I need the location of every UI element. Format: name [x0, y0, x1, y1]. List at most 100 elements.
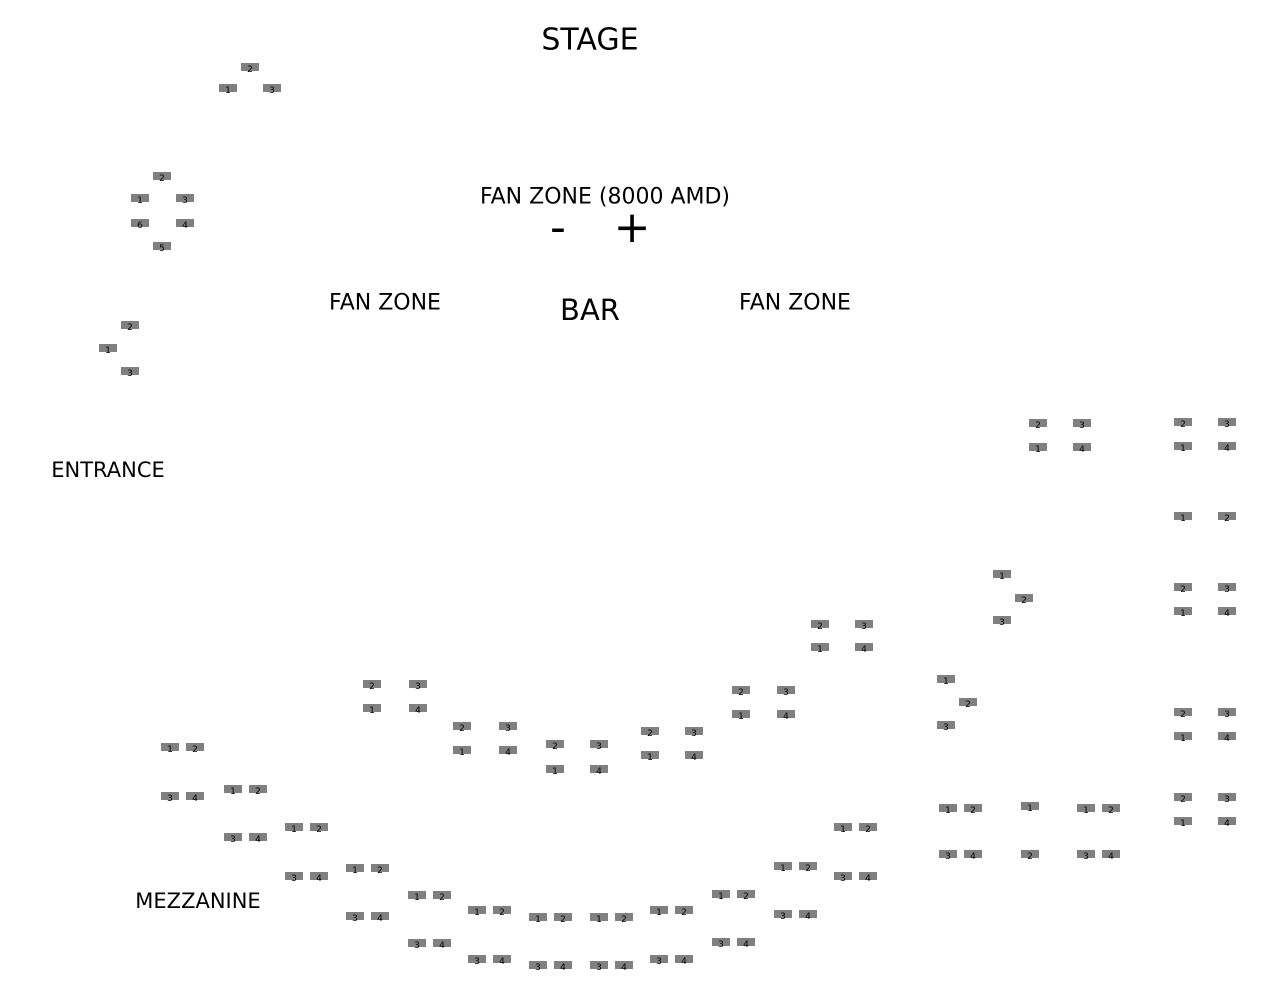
seat[interactable]: 3 — [590, 961, 608, 975]
seat[interactable]: 2 — [1029, 419, 1047, 433]
seat[interactable]: 3 — [939, 850, 957, 864]
seat[interactable]: 4 — [737, 938, 755, 952]
seat[interactable]: 4 — [499, 746, 517, 760]
seat[interactable]: 1 — [408, 891, 426, 905]
seat[interactable]: 2 — [554, 913, 572, 927]
seat[interactable]: 1 — [993, 570, 1011, 584]
seat[interactable]: 2 — [493, 906, 511, 920]
seat[interactable]: 2 — [1174, 418, 1192, 432]
seat[interactable]: 2 — [1174, 708, 1192, 722]
seat[interactable]: 4 — [409, 704, 427, 718]
seat[interactable]: 4 — [1218, 817, 1236, 831]
seat[interactable]: 4 — [310, 872, 328, 886]
seat[interactable]: 3 — [346, 912, 364, 926]
seat[interactable]: 1 — [939, 804, 957, 818]
seat[interactable]: 1 — [732, 710, 750, 724]
seat[interactable]: 2 — [363, 680, 381, 694]
seat[interactable]: 3 — [121, 367, 139, 381]
seat[interactable]: 1 — [219, 84, 237, 98]
seat[interactable]: 1 — [1174, 732, 1192, 746]
seat[interactable]: 3 — [409, 680, 427, 694]
seat[interactable]: 2 — [310, 823, 328, 837]
seat[interactable]: 4 — [777, 710, 795, 724]
seat[interactable]: 1 — [131, 194, 149, 208]
seat[interactable]: 2 — [641, 727, 659, 741]
seat[interactable]: 4 — [1218, 442, 1236, 456]
seat[interactable]: 3 — [774, 910, 792, 924]
seat[interactable]: 4 — [855, 643, 873, 657]
seat[interactable]: 3 — [1218, 418, 1236, 432]
seat[interactable]: 4 — [675, 955, 693, 969]
zoom-out-button[interactable]: - — [550, 202, 566, 253]
seat[interactable]: 3 — [855, 620, 873, 634]
seat[interactable]: 3 — [1218, 708, 1236, 722]
seat[interactable]: 4 — [1073, 443, 1091, 457]
seat[interactable]: 4 — [176, 219, 194, 233]
seat[interactable]: 4 — [186, 792, 204, 806]
seat[interactable]: 1 — [346, 864, 364, 878]
seat[interactable]: 1 — [546, 765, 564, 779]
seat[interactable]: 4 — [1102, 850, 1120, 864]
seat[interactable]: 2 — [675, 906, 693, 920]
seat[interactable]: 4 — [1218, 732, 1236, 746]
seat[interactable]: 3 — [685, 727, 703, 741]
seat[interactable]: 1 — [590, 913, 608, 927]
seat[interactable]: 2 — [453, 722, 471, 736]
seat[interactable]: 3 — [650, 955, 668, 969]
seat[interactable]: 3 — [1073, 419, 1091, 433]
seat[interactable]: 3 — [937, 721, 955, 735]
seat[interactable]: 4 — [371, 912, 389, 926]
seat[interactable]: 1 — [641, 751, 659, 765]
seat[interactable]: 1 — [712, 890, 730, 904]
seat[interactable]: 1 — [224, 785, 242, 799]
seat[interactable]: 3 — [1218, 583, 1236, 597]
seat[interactable]: 1 — [285, 823, 303, 837]
seat[interactable]: 1 — [99, 344, 117, 358]
seat[interactable]: 3 — [224, 833, 242, 847]
seat[interactable]: 3 — [777, 686, 795, 700]
seat[interactable]: 2 — [249, 785, 267, 799]
seat[interactable]: 4 — [493, 955, 511, 969]
seat[interactable]: 4 — [249, 833, 267, 847]
seat[interactable]: 4 — [1218, 607, 1236, 621]
seat[interactable]: 1 — [774, 862, 792, 876]
seat[interactable]: 1 — [1077, 804, 1095, 818]
seat[interactable]: 1 — [834, 823, 852, 837]
seat[interactable]: 3 — [590, 740, 608, 754]
seat[interactable]: 1 — [1174, 442, 1192, 456]
seat[interactable]: 2 — [241, 63, 259, 77]
seat[interactable]: 1 — [1174, 817, 1192, 831]
seat[interactable]: 1 — [453, 746, 471, 760]
seat[interactable]: 3 — [285, 872, 303, 886]
seat[interactable]: 2 — [371, 864, 389, 878]
seat[interactable]: 2 — [799, 862, 817, 876]
seat[interactable]: 1 — [468, 906, 486, 920]
seat[interactable]: 4 — [590, 765, 608, 779]
seat[interactable]: 2 — [1174, 583, 1192, 597]
seat[interactable]: 3 — [1077, 850, 1095, 864]
seat[interactable]: 4 — [799, 910, 817, 924]
seat[interactable]: 2 — [859, 823, 877, 837]
seat[interactable]: 3 — [263, 84, 281, 98]
seat[interactable]: 2 — [546, 740, 564, 754]
seat[interactable]: 3 — [712, 938, 730, 952]
seat[interactable]: 3 — [529, 961, 547, 975]
seat[interactable]: 4 — [554, 961, 572, 975]
seat[interactable]: 2 — [811, 620, 829, 634]
seat[interactable]: 2 — [1015, 594, 1033, 608]
seat[interactable]: 5 — [153, 242, 171, 256]
seat[interactable]: 4 — [859, 872, 877, 886]
seat[interactable]: 3 — [408, 939, 426, 953]
seat[interactable]: 3 — [499, 722, 517, 736]
seat[interactable]: 2 — [1021, 850, 1039, 864]
seat[interactable]: 1 — [811, 643, 829, 657]
seat[interactable]: 2 — [121, 321, 139, 335]
seat[interactable]: 1 — [1174, 512, 1192, 526]
seat[interactable]: 3 — [834, 872, 852, 886]
seat[interactable]: 2 — [732, 686, 750, 700]
seat[interactable]: 3 — [161, 792, 179, 806]
seat[interactable]: 3 — [176, 194, 194, 208]
seat[interactable]: 4 — [615, 961, 633, 975]
seat[interactable]: 1 — [1021, 802, 1039, 816]
seat[interactable]: 2 — [1218, 512, 1236, 526]
